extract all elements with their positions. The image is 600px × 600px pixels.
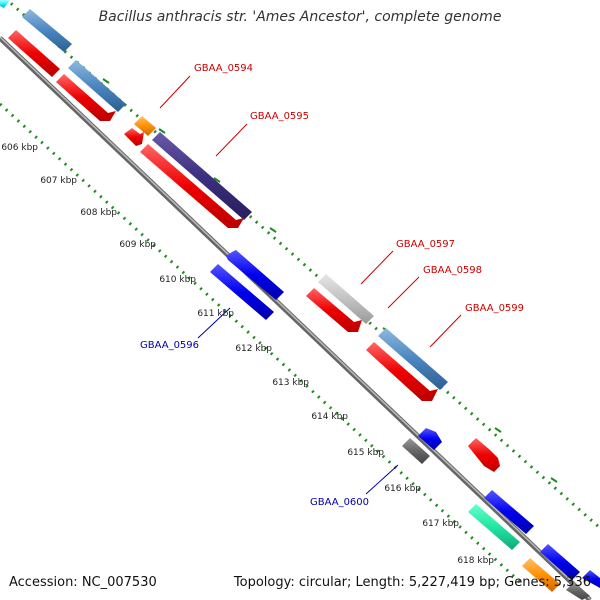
- kbp-label-615: 615 kbp: [347, 448, 384, 458]
- kbp-tick-labels: 606 kbp 607 kbp 608 kbp 609 kbp 610 kbp …: [1, 143, 494, 566]
- kbp-label-607: 607 kbp: [40, 176, 77, 186]
- gene-arrow-red-1: [8, 30, 60, 77]
- kbp-label-608: 608 kbp: [80, 208, 117, 218]
- gene-name-labels: GBAA_0594 GBAA_0595 GBAA_0597 GBAA_0598 …: [140, 63, 524, 508]
- gene-arrow-blue-5: [540, 544, 580, 580]
- kbp-label-616: 616 kbp: [384, 484, 421, 494]
- gene-arrow-steel-2: [68, 60, 126, 112]
- outer-tick-marks: [40, 23, 558, 483]
- gene-arrow-red-2: [56, 74, 116, 121]
- gene-label-gbaa-0597: GBAA_0597: [396, 239, 455, 250]
- gene-label-gbaa-0594: GBAA_0594: [194, 63, 253, 74]
- gene-arrow-blue-2: [210, 264, 274, 320]
- gene-arrow-darkgrey-2: [566, 582, 590, 600]
- gene-label-gbaa-0595: GBAA_0595: [250, 111, 309, 122]
- gene-arrow-steel-1: [22, 9, 72, 52]
- kbp-label-618: 618 kbp: [457, 556, 494, 566]
- outer-tick-ring: [4, 0, 600, 530]
- gene-arrow-red-4: [140, 144, 244, 228]
- gene-label-gbaa-0600: GBAA_0600: [310, 497, 369, 508]
- gene-arrow-lightgrey: [318, 274, 374, 324]
- gene-label-gbaa-0599: GBAA_0599: [465, 303, 524, 314]
- accession-label: Accession: NC_007530: [9, 575, 157, 590]
- gene-arrow-blue-6: [582, 570, 600, 588]
- kbp-label-606: 606 kbp: [1, 143, 38, 153]
- gene-arrow-purple: [152, 132, 252, 220]
- gene-arrow-blue-3: [418, 428, 442, 450]
- topology-summary: Topology: circular; Length: 5,227,419 bp…: [233, 575, 591, 590]
- kbp-label-613: 613 kbp: [272, 378, 309, 388]
- gene-arrow-red-3: [124, 128, 144, 146]
- gene-label-gbaa-0596: GBAA_0596: [140, 340, 199, 351]
- gene-arrow-blue-1: [226, 250, 284, 300]
- gene-arrow-darkgrey: [402, 438, 430, 464]
- inner-tick-ring: [0, 102, 522, 584]
- gene-label-leaders: [159, 75, 462, 495]
- kbp-label-609: 609 kbp: [119, 240, 156, 250]
- gene-arrow-red-7: [468, 438, 500, 472]
- kbp-label-617: 617 kbp: [422, 519, 459, 529]
- gene-arrow-red-6: [366, 342, 438, 401]
- gene-arrow-orange: [134, 116, 156, 136]
- chromosome-backbone: [0, 36, 592, 600]
- gene-arrow-cyan: [0, 0, 10, 8]
- kbp-label-614: 614 kbp: [311, 412, 348, 422]
- gene-arrow-steel-3: [378, 328, 448, 390]
- gene-arrow-red-5: [306, 288, 362, 332]
- kbp-label-610: 610 kbp: [159, 275, 196, 285]
- gene-arrow-blue-4: [484, 490, 534, 534]
- gene-arrow-orange-2: [522, 558, 560, 592]
- kbp-label-612: 612 kbp: [235, 344, 272, 354]
- map-title: Bacillus anthracis str. 'Ames Ancestor',…: [98, 9, 502, 25]
- kbp-label-611: 611 kbp: [197, 309, 234, 319]
- gene-arrow-teal: [468, 504, 520, 550]
- gene-label-gbaa-0598: GBAA_0598: [423, 265, 482, 276]
